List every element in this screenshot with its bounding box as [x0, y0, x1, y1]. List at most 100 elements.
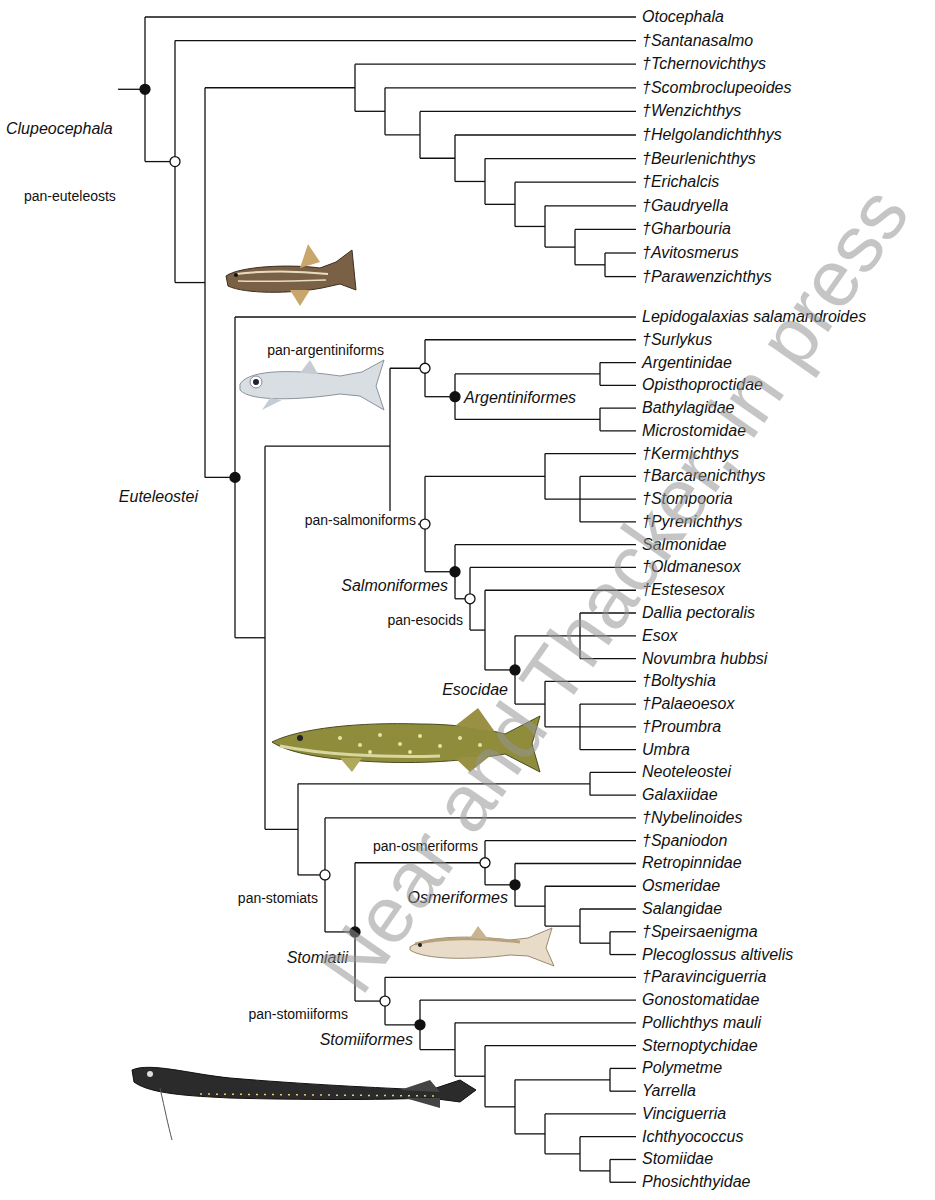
taxon-label: †Boltyshia	[642, 672, 716, 690]
crown-node-dot	[510, 880, 520, 890]
taxon-label: †Nybelinoides	[642, 809, 743, 827]
branch-horizontal	[590, 772, 636, 773]
taxon-label: †Avitosmerus	[642, 244, 739, 262]
taxon-label: †Proumbra	[642, 718, 721, 736]
pan-clade-name: pan-argentiniforms	[265, 341, 386, 359]
branch-horizontal	[515, 863, 636, 864]
pan-node-dot	[420, 519, 430, 529]
branch-horizontal	[545, 886, 636, 887]
branch-horizontal	[545, 205, 636, 206]
branch-horizontal	[610, 1068, 636, 1069]
taxon-label: Otocephala	[642, 8, 724, 26]
taxon-label: †Wenzichthys	[642, 102, 741, 120]
taxon-label: Stomiidae	[642, 1150, 713, 1168]
pan-clade-name: pan-euteleosts	[22, 187, 118, 205]
taxon-label: †Erichalcis	[642, 173, 719, 191]
taxon-label: †Helgolandichthhys	[642, 126, 782, 144]
branch-horizontal	[610, 1182, 636, 1183]
branch-horizontal	[470, 629, 485, 630]
pan-clade-name: pan-esocids	[386, 611, 466, 629]
pan-clade-name: pan-stomiats	[236, 889, 320, 907]
branch-horizontal	[545, 453, 636, 454]
branch-horizontal	[580, 476, 636, 477]
pan-node-dot	[320, 870, 330, 880]
taxon-label: Plecoglossus altivelis	[642, 946, 793, 964]
taxon-label: Neoteleostei	[642, 763, 731, 781]
crown-node-dot	[450, 392, 460, 402]
taxon-label: Novumbra hubbsi	[642, 650, 767, 668]
branch-horizontal	[455, 1076, 485, 1077]
branch-horizontal	[235, 316, 636, 317]
branch-horizontal	[420, 1049, 455, 1050]
taxon-label: Salangidae	[642, 900, 722, 918]
branch-horizontal	[605, 252, 636, 253]
branch-horizontal	[385, 977, 636, 978]
branch-horizontal	[265, 445, 390, 446]
taxon-label: Gonostomatidae	[642, 991, 759, 1009]
taxon-label: †Scombroclupeoides	[642, 79, 791, 97]
branch-horizontal	[610, 931, 636, 932]
branch-horizontal	[455, 373, 600, 374]
taxon-label: Yarrella	[642, 1082, 696, 1100]
clade-name: Salmoniformes	[339, 577, 450, 595]
taxon-label: Sternoptychidae	[642, 1037, 758, 1055]
crown-node-dot	[230, 472, 240, 482]
branch-horizontal	[580, 1136, 636, 1137]
branch-horizontal	[455, 419, 600, 420]
branch-horizontal	[355, 64, 636, 65]
taxon-label: Ichthyococcus	[642, 1128, 743, 1146]
taxon-label: †Santanasalmo	[642, 32, 753, 50]
branch-horizontal	[175, 40, 636, 41]
branch-horizontal	[420, 999, 636, 1000]
taxon-label: †Spaniodon	[642, 832, 727, 850]
clade-name: Clupeocephala	[4, 120, 115, 138]
branch-horizontal	[235, 637, 265, 638]
branch-horizontal	[545, 246, 575, 247]
branch-horizontal	[485, 1106, 515, 1107]
crown-node-dot	[450, 567, 460, 577]
branch-horizontal	[605, 276, 636, 277]
dragonfish	[132, 1067, 476, 1140]
branch-horizontal	[425, 476, 545, 477]
taxon-label: †Tchernovichthys	[642, 55, 766, 73]
branch-horizontal	[515, 906, 545, 907]
branch-horizontal	[455, 134, 636, 135]
branch-horizontal	[600, 407, 636, 408]
taxon-label: Polymetme	[642, 1059, 722, 1077]
taxon-label: Dallia pectoralis	[642, 604, 755, 622]
branch-horizontal	[515, 182, 636, 183]
taxon-label: †Surlykus	[642, 331, 712, 349]
taxon-label: Pollichthys mauli	[642, 1014, 761, 1032]
taxon-label: Esox	[642, 627, 678, 645]
branch-horizontal	[580, 943, 610, 944]
taxon-label: Phosichthyidae	[642, 1173, 751, 1191]
branch-horizontal	[580, 726, 636, 727]
branch-horizontal	[610, 954, 636, 955]
pan-clade-name: pan-salmoniforms	[303, 511, 418, 529]
branch-horizontal	[580, 749, 636, 750]
branch-horizontal	[545, 925, 580, 926]
branch-horizontal	[425, 339, 636, 340]
taxon-label: Galaxiidae	[642, 786, 718, 804]
branch-horizontal	[545, 1153, 580, 1154]
clade-name: Argentiniformes	[462, 389, 578, 407]
crown-node-dot	[140, 84, 150, 94]
branch-horizontal	[485, 1045, 636, 1046]
branch-horizontal	[420, 111, 636, 112]
branch-horizontal	[455, 181, 485, 182]
pan-node-dot	[170, 157, 180, 167]
taxon-label: Osmeridae	[642, 877, 720, 895]
smelt-fish	[410, 926, 554, 966]
branch-horizontal	[385, 87, 636, 88]
pan-node-dot	[465, 594, 475, 604]
branch-horizontal	[590, 795, 636, 796]
branch-horizontal	[455, 1022, 636, 1023]
branch-horizontal	[580, 908, 636, 909]
taxon-label: †Gharbouria	[642, 220, 731, 238]
branch-horizontal	[385, 134, 420, 135]
branch-horizontal	[600, 362, 636, 363]
clade-name: Stomiiformes	[318, 1031, 415, 1049]
branch-horizontal	[545, 1113, 636, 1114]
branch-horizontal	[610, 1091, 636, 1092]
